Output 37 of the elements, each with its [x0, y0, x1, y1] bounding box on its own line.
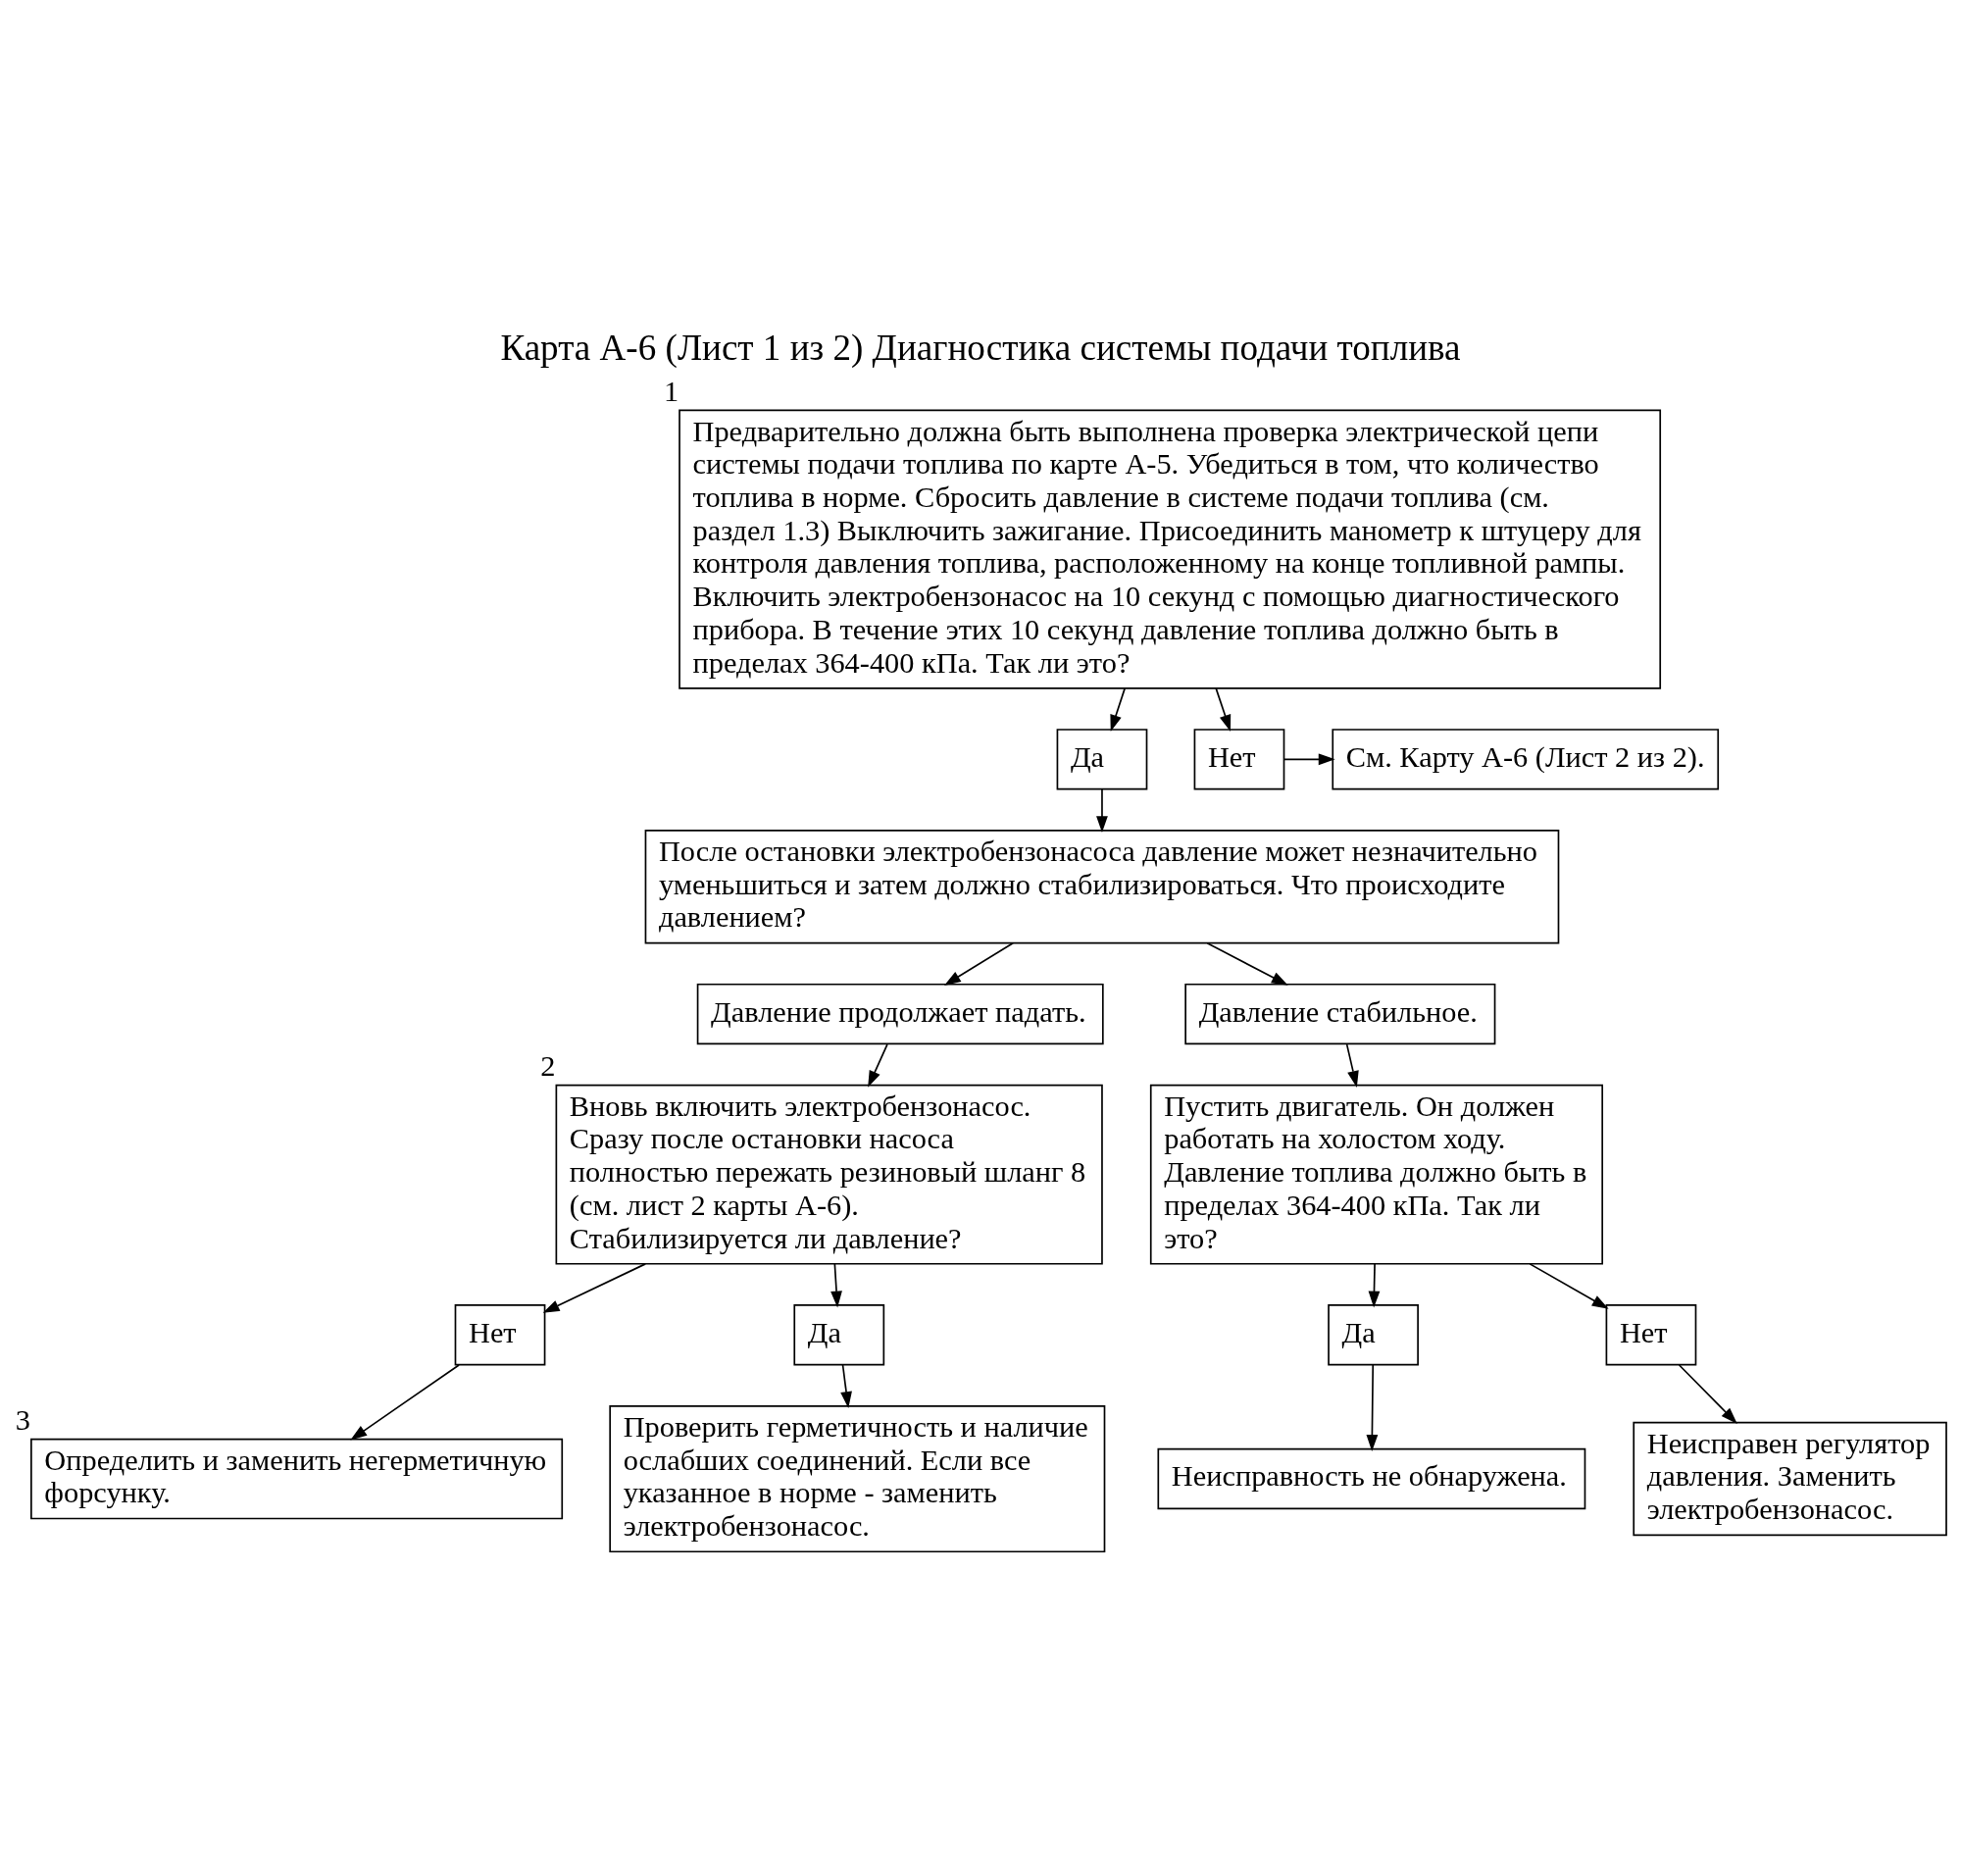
node-box: Неисправность не обнаружена.	[1157, 1447, 1586, 1510]
node-box: Вновь включить электробензонасос. Сразу после остановки насоса полностью пережать резиновый шланг 8 (см. лист 2 карты А-6). Стабилизируется ли давление?	[555, 1084, 1103, 1265]
node-box: Определить и заменить негерметичную форсунку.	[30, 1438, 564, 1520]
arrow	[1529, 1263, 1609, 1309]
node-box: Нет	[454, 1304, 546, 1366]
node-box: См. Карту А-6 (Лист 2 из 2).	[1332, 729, 1720, 790]
arrow	[1096, 787, 1108, 834]
arrow	[1366, 1364, 1379, 1451]
arrow	[943, 941, 1014, 986]
arrow	[350, 1364, 460, 1441]
node-label: 2	[540, 1049, 556, 1084]
arrow	[1206, 941, 1288, 986]
node-box: Предварительно должна быть выполнена проверка электрической цепи системы подачи топлива по карте А-5. Убедиться в том, что количество топлива в норме. Сбросить давление в системе подачи топлива (см. раздел 1.3) Выключить зажигание. Присоединить манометр к штуцеру для контроля давления топлива, расположенному на конце топливной рампы. Включить электробензонасос на 10 секунд с помощью диагностического прибора. В течение этих 10 секунд давление топлива должно быть в пределах 364-400 кПа. Так ли это?	[679, 409, 1662, 689]
arrow	[1110, 687, 1127, 732]
arrow	[1282, 753, 1335, 766]
node-box: Неисправен регулятор давления. Заменить электробензонасос.	[1633, 1421, 1947, 1537]
node-box: Да	[793, 1304, 885, 1366]
arrow	[840, 1364, 852, 1409]
node-label: 3	[15, 1403, 31, 1438]
node-box: Давление стабильное.	[1184, 983, 1496, 1045]
arrow	[1215, 687, 1232, 732]
node-box: Давление продолжает падать.	[696, 983, 1104, 1045]
node-box: Нет	[1605, 1304, 1697, 1366]
diagram-title: Карта А-6 (Лист 1 из 2) Диагностика системы подачи топлива	[500, 328, 1461, 369]
arrow	[830, 1263, 842, 1308]
arrow	[1678, 1364, 1737, 1424]
node-box: Да	[1328, 1304, 1419, 1366]
node-box: Нет	[1193, 729, 1285, 790]
node-label: 1	[664, 375, 679, 409]
node-box: Да	[1056, 729, 1148, 790]
arrow	[1368, 1263, 1381, 1308]
node-box: Пустить двигатель. Он должен работать на холостом ходу. Давление топлива должно быть в пределах 364-400 кПа. Так ли это?	[1149, 1084, 1604, 1265]
arrow	[868, 1043, 888, 1088]
node-box: После остановки электробензонасоса давление может незначительно уменьшиться и затем должно стабилизироваться. Что происходите давлением?	[644, 830, 1560, 944]
arrow	[1345, 1043, 1359, 1088]
node-box: Проверить герметичность и наличие ослабших соединений. Если все указанное в норме - заменить электробензонасос.	[609, 1405, 1106, 1553]
arrow	[542, 1263, 647, 1313]
